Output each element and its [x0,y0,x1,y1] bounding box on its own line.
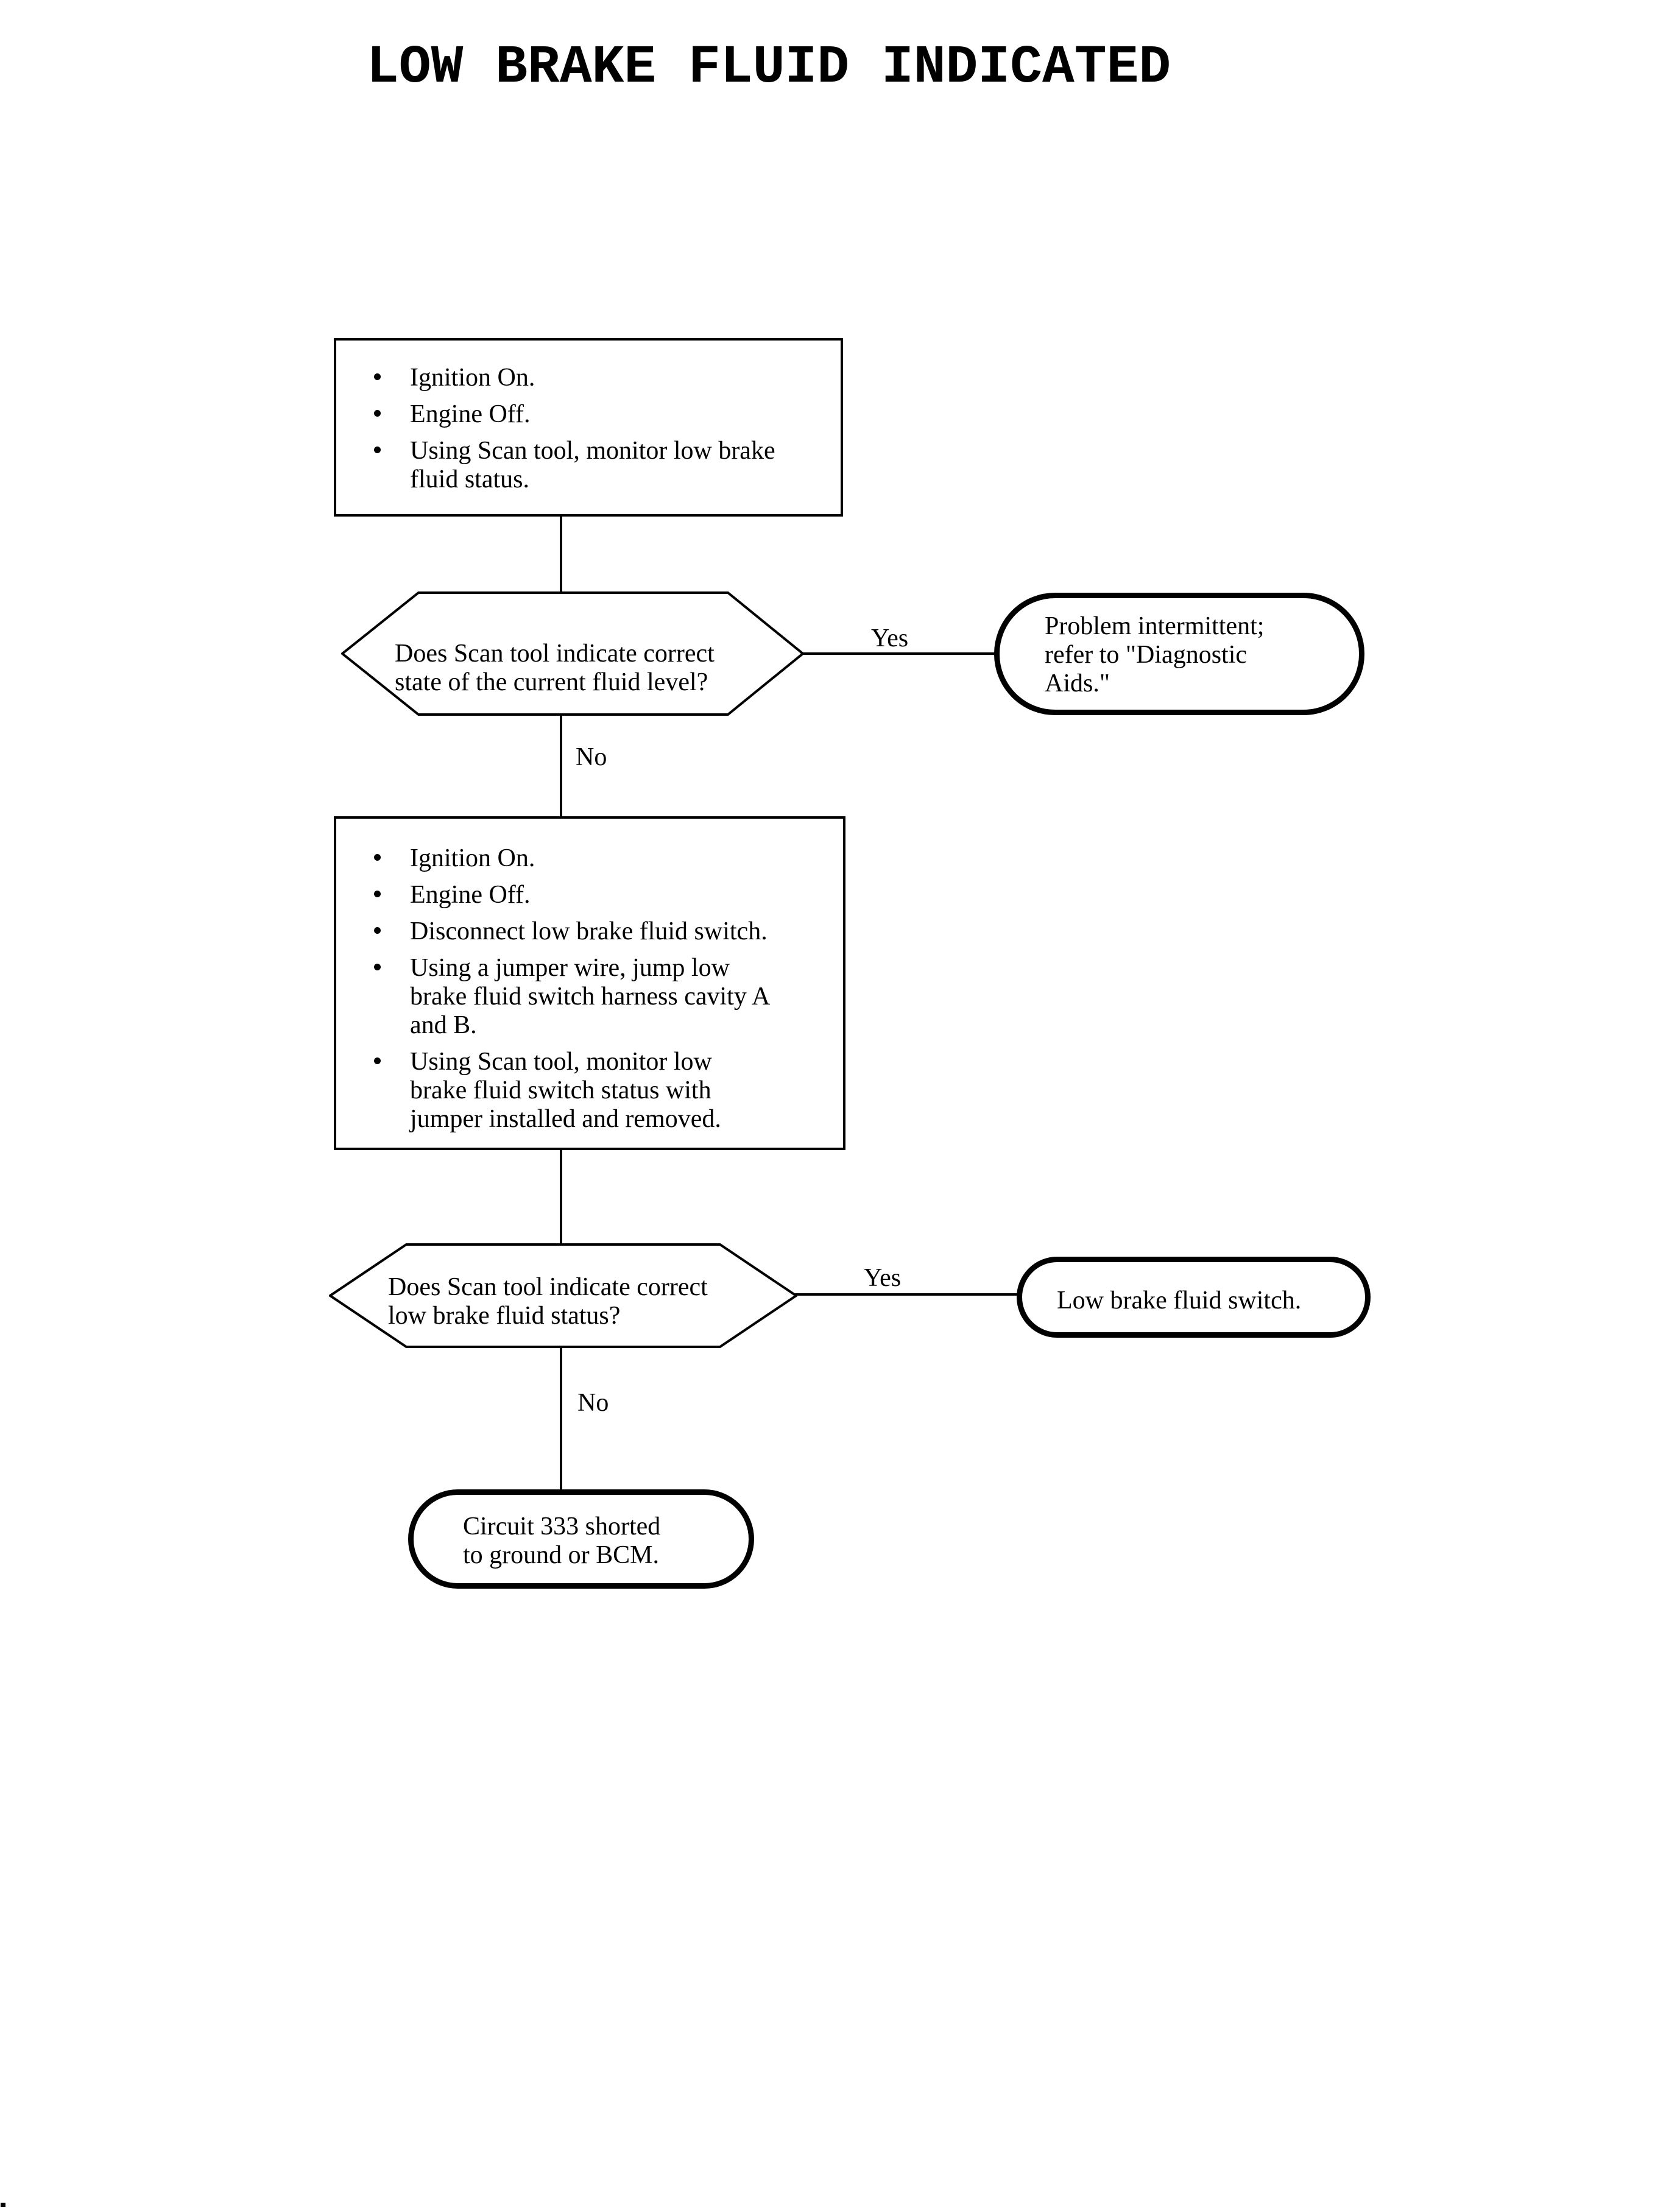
edge-decision1-yes-line [802,652,999,655]
edge-step1-to-decision1-line [560,515,562,594]
list-item: Engine Off. [374,881,843,909]
edge-decision2-yes-line [795,1293,1022,1296]
result-line: to ground or BCM. [463,1541,660,1569]
list-item: Using a jumper wire, jump low brake flui… [374,954,843,1040]
bullet-icon [374,373,381,380]
decision-line: Does Scan tool indicate correct [395,640,715,668]
list-item: Engine Off. [374,400,841,429]
bullet-text: jumper installed and removed. [410,1105,721,1133]
process-box-step2: Ignition On. Engine Off. Disconnect low … [334,816,845,1150]
edge-label-yes: Yes [871,624,909,652]
bullet-icon [374,854,381,861]
edge-step2-to-decision2-line [560,1149,562,1246]
bullet-list: Ignition On. Engine Off. Using Scan tool… [336,341,841,494]
result-line: Low brake fluid switch. [1057,1287,1302,1315]
bullet-text: Using Scan tool, monitor low brake [410,437,775,465]
result-capsule-circuit [408,1489,754,1589]
bullet-text: Ignition On. [410,844,535,872]
result-switch-text: Low brake fluid switch. [1057,1287,1301,1315]
bullet-text: Using a jumper wire, jump low [410,954,730,982]
decision-line: Does Scan tool indicate correct [388,1273,708,1301]
result-circuit-text: Circuit 333 shorted to ground or BCM. [463,1513,660,1570]
edge-label-no: No [577,1389,609,1417]
result-intermittent-text: Problem intermittent; refer to "Diagnost… [1045,612,1264,698]
bullet-text: brake fluid switch harness cavity A [410,983,771,1011]
decision-2-text: Does Scan tool indicate correct low brak… [388,1273,708,1330]
bullet-text: brake fluid switch status with [410,1076,711,1104]
decision-line: state of the current fluid level? [395,668,708,696]
list-item: Using Scan tool, monitor low brake fluid… [374,1048,843,1134]
bullet-list: Ignition On. Engine Off. Disconnect low … [336,819,843,1134]
result-line: Aids." [1045,669,1110,697]
bullet-icon [374,927,381,934]
bullet-icon [374,964,381,970]
bullet-text: Using Scan tool, monitor low [410,1048,712,1076]
page-title: LOW BRAKE FLUID INDICATED [367,38,1171,98]
list-item: Ignition On. [374,364,841,392]
bullet-icon [374,891,381,897]
edge-label-no: No [576,743,607,771]
bullet-icon [374,410,381,417]
result-capsule-switch [1017,1257,1371,1338]
decision-hexagon-2 [329,1243,797,1348]
bullet-icon [374,447,381,453]
edge-label-yes: Yes [864,1264,902,1292]
list-item: Disconnect low brake fluid switch. [374,917,843,946]
result-line: Circuit 333 shorted [463,1513,661,1541]
edge-decision1-no-line [560,713,562,817]
bullet-text: fluid status. [410,465,529,493]
bullet-text: Ignition On. [410,364,535,392]
bullet-text: Engine Off. [410,400,531,428]
bullet-text: Engine Off. [410,881,531,909]
result-line: Problem intermittent; [1045,612,1265,640]
process-box-step1: Ignition On. Engine Off. Using Scan tool… [334,338,843,517]
list-item: Using Scan tool, monitor low brake fluid… [374,437,841,494]
decision-line: low brake fluid status? [388,1302,621,1330]
list-item: Ignition On. [374,844,843,873]
edge-decision2-no-line [560,1346,562,1491]
bullet-text: Disconnect low brake fluid switch. [410,917,768,945]
result-line: refer to "Diagnostic [1045,641,1248,669]
bullet-icon [374,1057,381,1064]
bullet-text: and B. [410,1011,477,1039]
decision-1-text: Does Scan tool indicate correct state of… [395,640,715,697]
result-capsule-intermittent [994,593,1364,715]
decision-hexagon-1 [341,591,804,716]
scan-artifact-mark [1,2203,5,2207]
